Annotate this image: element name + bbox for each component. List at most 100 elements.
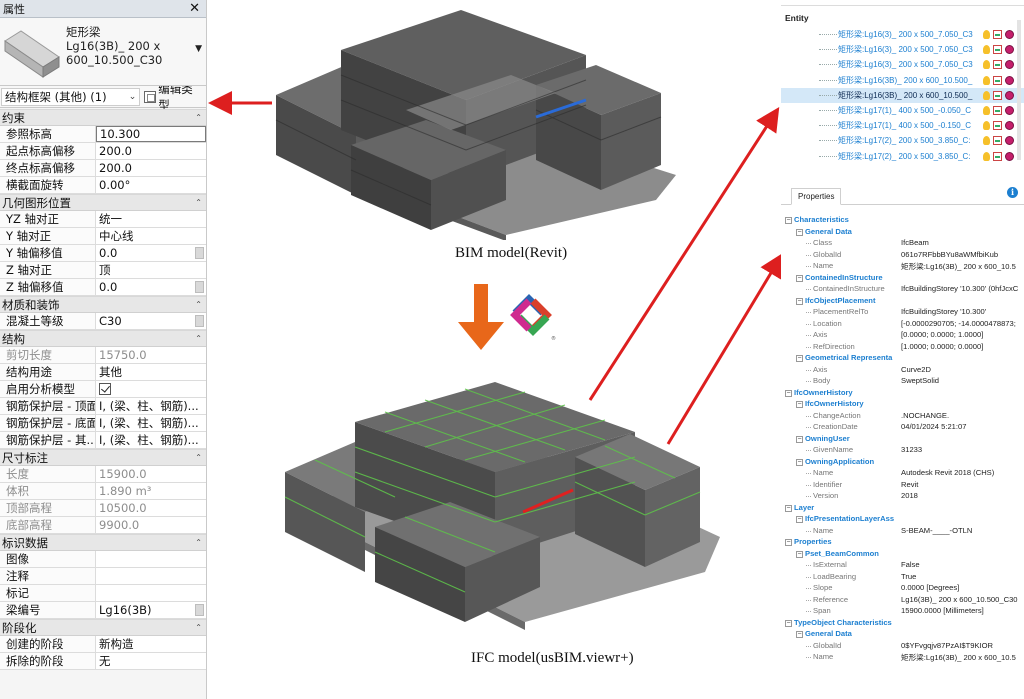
color-circle-icon[interactable] <box>1005 136 1014 146</box>
bulb-icon[interactable] <box>983 90 990 100</box>
bulb-icon[interactable] <box>983 136 990 146</box>
close-icon[interactable]: ✕ <box>189 1 200 16</box>
visibility-box-icon[interactable] <box>993 136 1002 146</box>
bulb-icon[interactable] <box>983 151 990 161</box>
bulb-icon[interactable] <box>983 75 990 85</box>
entity-label[interactable]: 矩形梁:Lg17(2)_ 200 x 500_3.850_C: <box>838 151 971 161</box>
bulb-icon[interactable] <box>983 45 990 55</box>
visibility-box-icon[interactable] <box>993 75 1002 85</box>
entity-row[interactable]: 矩形梁:Lg16(3B)_ 200 x 600_10.500_ <box>781 73 1024 88</box>
type-dropdown-icon[interactable]: ▼ <box>195 44 202 54</box>
bulb-icon[interactable] <box>983 121 990 131</box>
property-section-header[interactable]: 尺寸标注⌃ <box>0 449 206 466</box>
property-value[interactable] <box>96 551 206 567</box>
collapse-icon[interactable]: − <box>785 504 792 512</box>
property-value[interactable] <box>96 568 206 584</box>
property-group-label[interactable]: ContainedInStructure <box>805 272 883 282</box>
property-value[interactable]: Lg16(3B) <box>96 602 206 618</box>
property-value[interactable]: 其他 <box>96 364 206 380</box>
visibility-box-icon[interactable] <box>993 60 1002 70</box>
property-section-header[interactable]: 标识数据⌃ <box>0 534 206 551</box>
collapse-icon[interactable]: ⌃ <box>195 300 202 309</box>
collapse-icon[interactable]: − <box>796 355 803 362</box>
collapse-icon[interactable]: ⌃ <box>195 623 202 632</box>
value-spinner-icon[interactable] <box>195 315 204 327</box>
visibility-box-icon[interactable] <box>993 151 1002 161</box>
entity-scrollbar[interactable] <box>1017 20 1021 160</box>
property-value[interactable]: C30 <box>96 313 206 329</box>
value-spinner-icon[interactable] <box>195 247 204 259</box>
entity-label[interactable]: 矩形梁:Lg17(2)_ 200 x 500_3.850_C: <box>838 136 971 146</box>
collapse-icon[interactable]: ⌃ <box>195 198 202 207</box>
collapse-icon[interactable]: − <box>796 516 803 523</box>
value-spinner-icon[interactable] <box>195 604 204 616</box>
color-circle-icon[interactable] <box>1005 121 1014 131</box>
property-group-label[interactable]: General Data <box>805 629 852 638</box>
bulb-icon[interactable] <box>983 106 990 116</box>
property-group-label[interactable]: OwningApplication <box>805 456 875 466</box>
property-group-label[interactable]: Characteristics <box>794 215 849 224</box>
visibility-box-icon[interactable] <box>993 45 1002 55</box>
color-circle-icon[interactable] <box>1005 30 1014 40</box>
property-value[interactable] <box>96 585 206 601</box>
color-circle-icon[interactable] <box>1005 45 1014 55</box>
entity-label[interactable]: 矩形梁:Lg16(3)_ 200 x 500_7.050_C3 <box>838 60 973 70</box>
color-circle-icon[interactable] <box>1005 151 1014 161</box>
collapse-icon[interactable]: − <box>796 297 803 305</box>
visibility-box-icon[interactable] <box>993 30 1002 40</box>
collapse-icon[interactable]: ⌃ <box>195 538 202 547</box>
collapse-icon[interactable]: − <box>796 274 803 282</box>
property-value[interactable]: 新构造 <box>96 636 206 652</box>
property-section-header[interactable]: 材质和装饰⌃ <box>0 296 206 313</box>
entity-row[interactable]: 矩形梁:Lg16(3)_ 200 x 500_7.050_C3 <box>781 57 1024 72</box>
entity-row[interactable]: 矩形梁:Lg16(3)_ 200 x 500_7.050_C3 <box>781 42 1024 57</box>
color-circle-icon[interactable] <box>1005 75 1014 85</box>
bulb-icon[interactable] <box>983 60 990 70</box>
property-value[interactable] <box>96 381 206 397</box>
property-value[interactable]: 0.0 <box>96 279 206 295</box>
entity-label[interactable]: 矩形梁:Lg16(3)_ 200 x 500_7.050_C3 <box>838 30 973 40</box>
value-spinner-icon[interactable] <box>195 281 204 293</box>
visibility-box-icon[interactable] <box>993 121 1002 131</box>
property-value[interactable]: 中心线 <box>96 228 206 244</box>
collapse-icon[interactable]: − <box>785 217 792 224</box>
edit-type-button[interactable]: 编辑类型 <box>142 82 206 112</box>
property-value[interactable]: 10.300 <box>96 126 206 142</box>
entity-row[interactable]: 矩形梁:Lg17(1)_ 400 x 500_-0.150_C <box>781 118 1024 133</box>
entity-row[interactable]: 矩形梁:Lg16(3)_ 200 x 500_7.050_C3 <box>781 27 1024 42</box>
collapse-icon[interactable]: − <box>796 631 803 638</box>
property-group-label[interactable]: TypeObject Characteristics <box>794 617 892 627</box>
property-value[interactable]: I, (梁、柱、钢筋)... <box>96 398 206 414</box>
collapse-icon[interactable]: ⌃ <box>195 453 202 462</box>
entity-label[interactable]: 矩形梁:Lg16(3B)_ 200 x 600_10.500_ <box>838 90 973 100</box>
collapse-icon[interactable]: − <box>796 458 803 466</box>
property-group-label[interactable]: IfcOwnerHistory <box>794 387 853 397</box>
collapse-icon[interactable]: − <box>796 228 803 236</box>
property-value[interactable]: 0.0 <box>96 245 206 261</box>
type-selector[interactable]: 矩形梁 Lg16(3B)_ 200 x 600_10.500_C30 ▼ <box>0 18 206 86</box>
property-section-header[interactable]: 阶段化⌃ <box>0 619 206 636</box>
entity-label[interactable]: 矩形梁:Lg16(3B)_ 200 x 600_10.500_ <box>838 75 973 85</box>
collapse-icon[interactable]: − <box>785 619 792 627</box>
property-value[interactable]: 200.0 <box>96 143 206 159</box>
collapse-icon[interactable]: − <box>785 389 792 397</box>
property-section-header[interactable]: 结构⌃ <box>0 330 206 347</box>
property-group-label[interactable]: IfcOwnerHistory <box>805 399 864 408</box>
collapse-icon[interactable]: − <box>796 401 803 408</box>
property-group-label[interactable]: IfcPresentationLayerAss <box>805 514 895 523</box>
collapse-icon[interactable]: ⌃ <box>195 334 202 343</box>
property-section-header[interactable]: 约束⌃ <box>0 109 206 126</box>
property-group-label[interactable]: Pset_BeamCommon <box>805 548 879 558</box>
property-group-label[interactable]: Properties <box>794 537 832 546</box>
property-group-label[interactable]: IfcObjectPlacement <box>805 295 876 305</box>
property-value[interactable]: 200.0 <box>96 160 206 176</box>
property-group-label[interactable]: OwningUser <box>805 433 850 443</box>
property-value[interactable]: 无 <box>96 653 206 669</box>
visibility-box-icon[interactable] <box>993 90 1002 100</box>
collapse-icon[interactable]: ⌃ <box>195 113 202 122</box>
property-value[interactable]: I, (梁、柱、钢筋)... <box>96 432 206 448</box>
bulb-icon[interactable] <box>983 30 990 40</box>
property-value[interactable]: 0.00° <box>96 177 206 193</box>
color-circle-icon[interactable] <box>1005 60 1014 70</box>
color-circle-icon[interactable] <box>1005 106 1014 116</box>
